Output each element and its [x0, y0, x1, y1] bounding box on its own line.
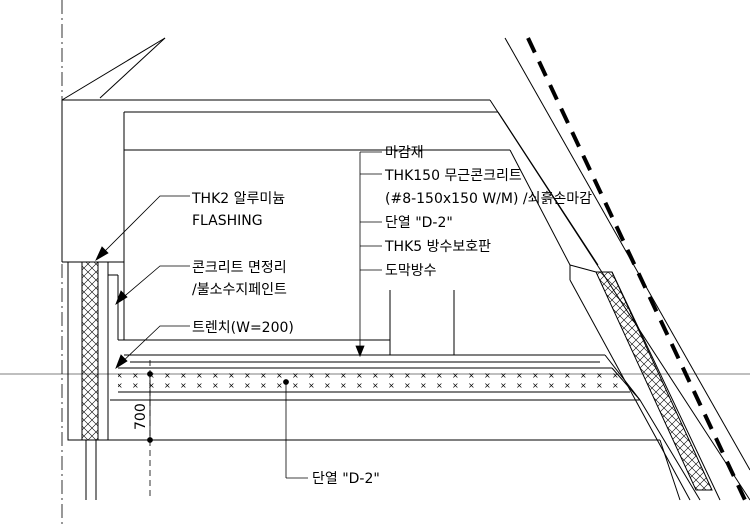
leader-finish — [355, 151, 382, 358]
dashed-boundary — [526, 37, 747, 501]
label-paint-2: /불소수지페인트 — [192, 282, 287, 298]
label-paint-1: 콘크리트 면정리 — [192, 260, 287, 276]
leader-insulation-bottom — [283, 379, 308, 479]
dimension-text: 700 — [133, 403, 149, 430]
roof-slab — [108, 290, 701, 501]
label-trench: 트렌치(W=200) — [192, 320, 294, 336]
label-finish-4: THK5 방수보호판 — [384, 239, 491, 255]
label-finish-1: THK150 무근콘크리트 — [384, 168, 522, 184]
label-finish-title: 마감재 — [385, 145, 424, 161]
dimension-700 — [147, 371, 153, 443]
sloped-wall — [569, 264, 721, 501]
leader-flashing — [95, 195, 190, 261]
leader-paint — [115, 265, 190, 305]
leader-trench — [115, 325, 190, 369]
label-finish-3: 단열 "D-2" — [385, 215, 453, 231]
label-insulation-bottom: 단열 "D-2" — [312, 471, 380, 487]
label-flashing-1: THK2 알루미늄 — [191, 191, 285, 207]
label-finish-5: 도막방수 — [385, 263, 437, 279]
label-finish-2: (#8-150x150 W/M) /쇠흙손마감 — [385, 191, 592, 207]
left-wall — [67, 261, 124, 500]
label-flashing-2: FLASHING — [192, 213, 263, 229]
